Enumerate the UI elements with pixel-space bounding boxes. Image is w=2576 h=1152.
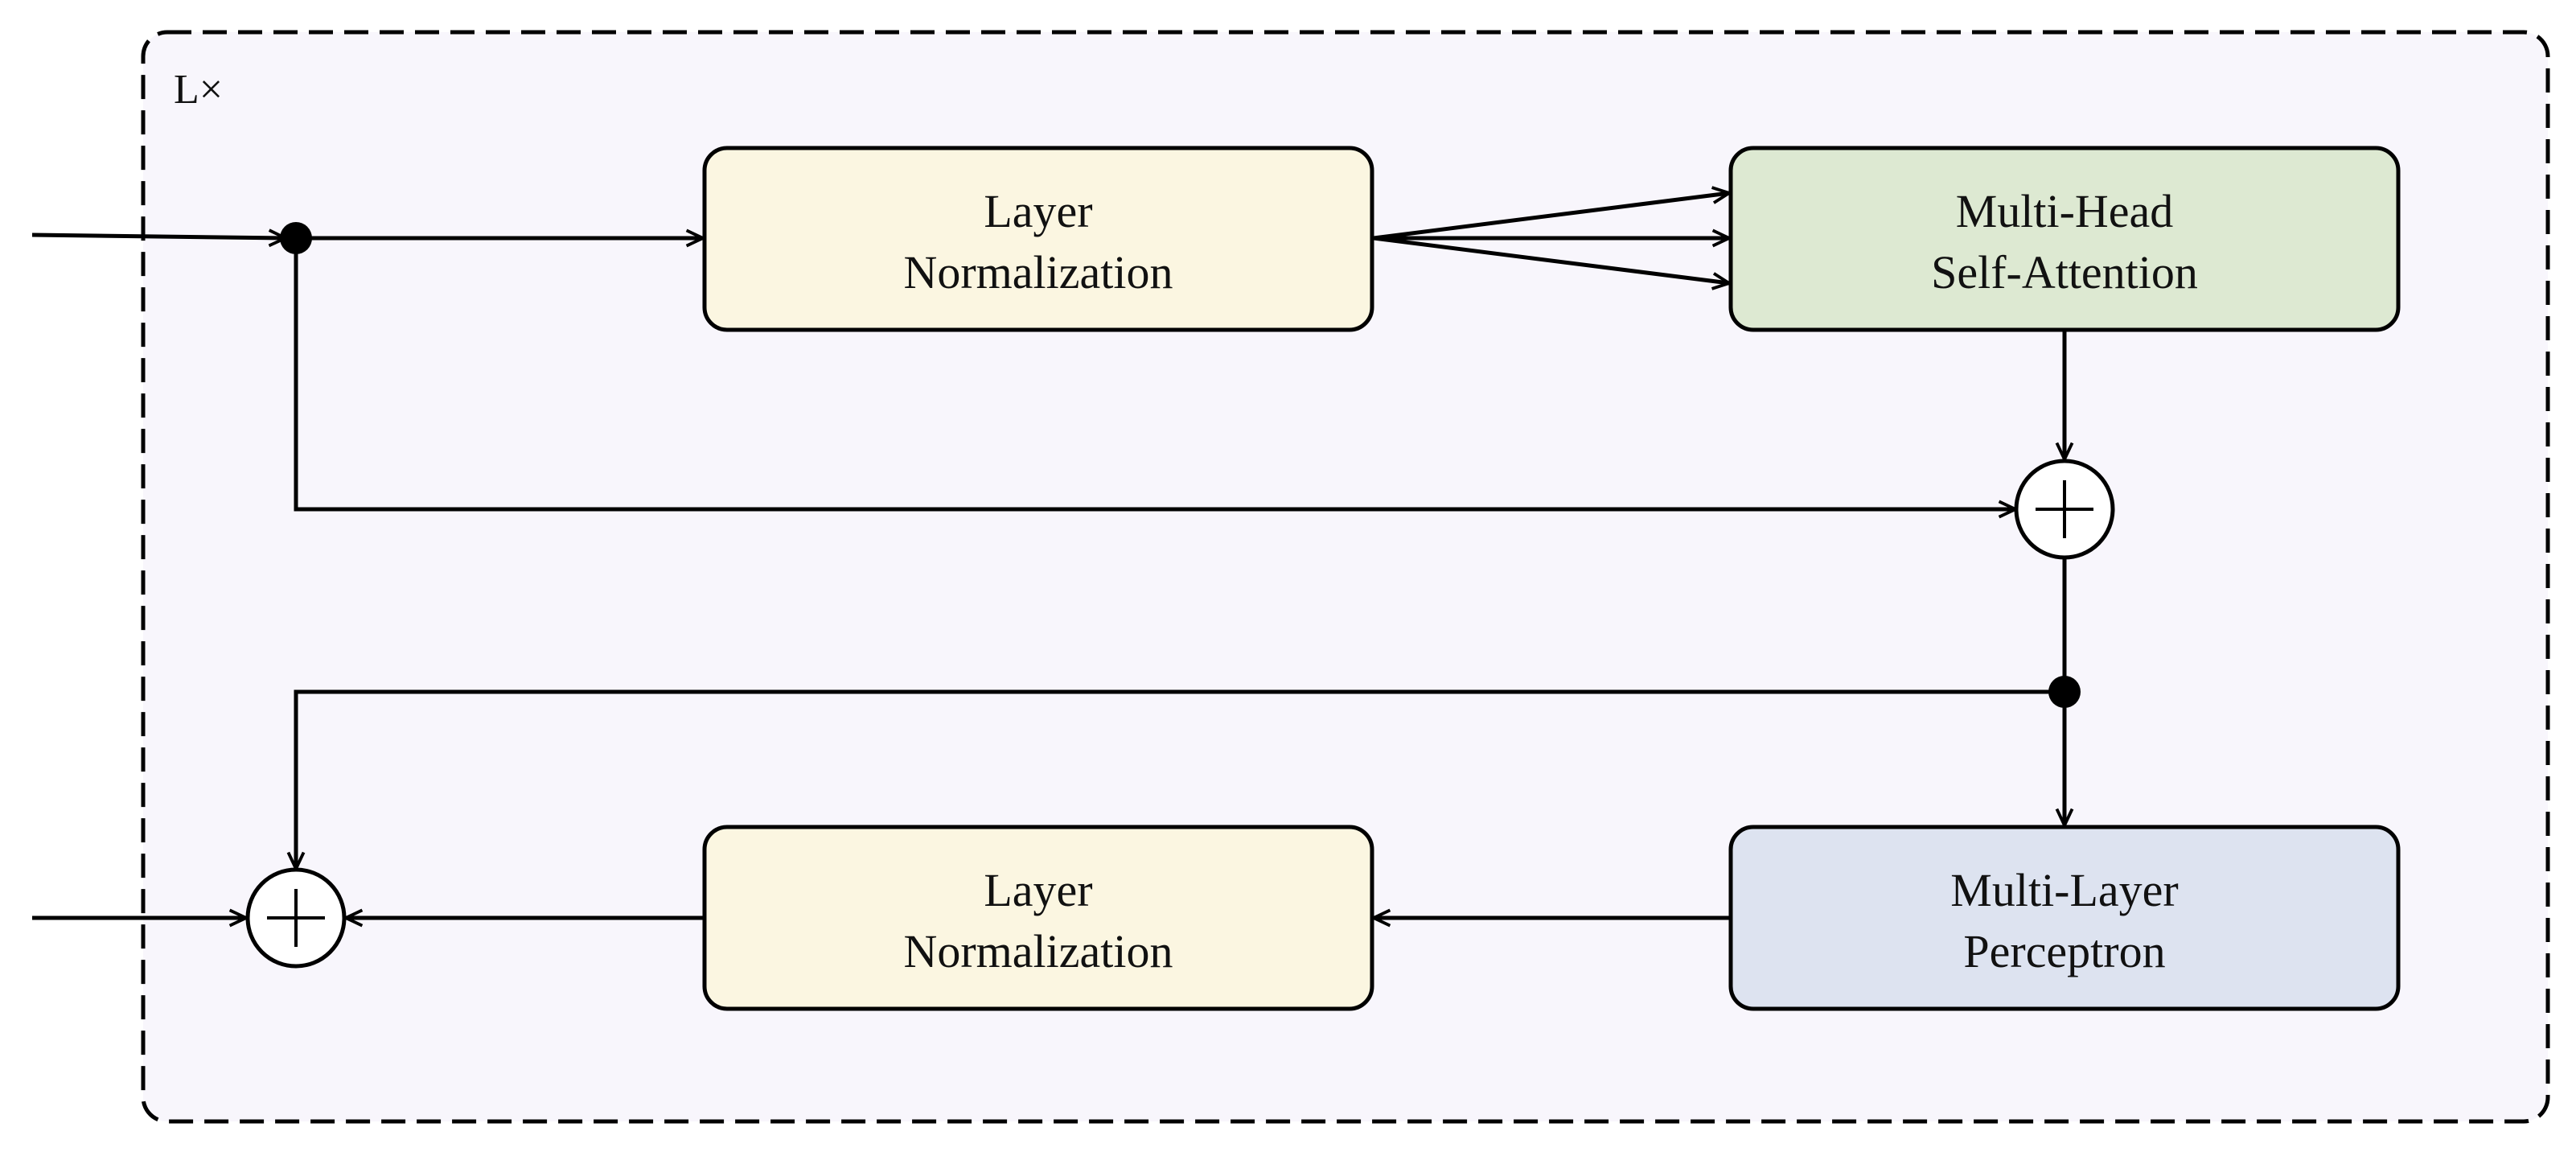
- skip-connection-bottom: [296, 689, 2064, 869]
- layer-norm-bottom-line1: Layer: [984, 864, 1092, 916]
- mhsa-block: Multi-Head Self-Attention: [1728, 146, 2401, 332]
- mlp-line2: Perceptron: [1963, 925, 2165, 977]
- repeat-label: L×: [174, 67, 223, 113]
- layer-norm-bottom-block: Layer Normalization: [702, 825, 1374, 1011]
- mhsa-line1: Multi-Head: [1956, 185, 2174, 237]
- layer-norm-top-line2: Normalization: [903, 246, 1173, 298]
- layer-norm-bottom-line2: Normalization: [903, 925, 1173, 977]
- input-arrow-top: [31, 235, 286, 238]
- add-node-top: [2014, 459, 2115, 560]
- qkv-arrow-lower: [1373, 236, 1729, 283]
- add-node-bottom: [245, 867, 347, 969]
- mlp-block: Multi-Layer Perceptron: [1728, 825, 2401, 1011]
- skip-connection-top: [294, 238, 2015, 509]
- qkv-arrow-upper: [1373, 193, 1729, 241]
- layer-norm-top-block: Layer Normalization: [702, 146, 1374, 332]
- mhsa-line2: Self-Attention: [1931, 246, 2198, 298]
- layer-norm-top-line1: Layer: [984, 185, 1092, 237]
- mlp-line1: Multi-Layer: [1950, 864, 2178, 916]
